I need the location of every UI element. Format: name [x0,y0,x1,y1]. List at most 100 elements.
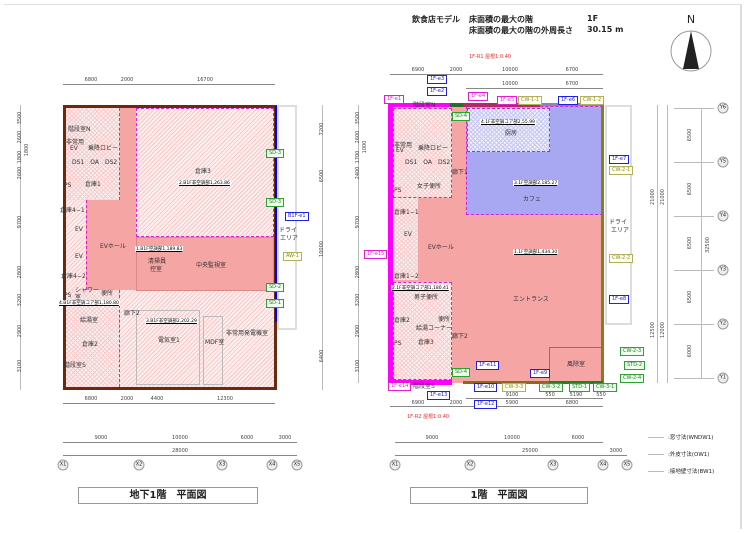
f1-dimension: 6900 [411,400,425,406]
f1-element-tag[interactable]: 1F-e5 [497,96,518,105]
f1-grid-axis-y5: Y5 [717,156,729,168]
f1-element-tag[interactable]: CW-1-1 [518,96,543,105]
b1-element-tag[interactable]: SD-3 [266,149,285,158]
f1-dimension: 6700 [565,67,579,73]
f1-dimension: 9700 [355,215,361,229]
f1-element-tag[interactable]: CW-2-4 [620,374,645,383]
f1-dimension: 6500 [687,128,693,142]
f1-dimension: 550 [596,392,606,398]
f1-element-tag[interactable]: 1F-e3 [427,75,448,84]
f1-room-label: 階段室N [413,102,436,109]
b1-dimension: 6800 [84,77,98,83]
b1-room-label: EVホール [100,243,126,250]
b1-grid-axis-1: X1 [57,459,69,471]
f1-element-tag[interactable]: CW-3-1 [593,383,618,392]
f1-element-tag[interactable]: 1F-e9 [530,369,551,378]
b1-element-tag[interactable]: SD-2 [266,283,285,292]
f1-element-tag[interactable]: SD-4 [452,112,471,121]
b1-room-label: エリア [280,235,299,242]
b1-dimension: 12300 [217,396,233,402]
b1-dimension: 3000 [278,435,292,441]
b1-zone-area-label: 2.B1F非空調部1,263.86 [178,180,231,186]
f1-extra-dimension: 3000 [609,448,623,454]
f1-zone-area-label: 2.1F非空調コア部1,180.41 [391,285,450,291]
f1-room-label: 倉庫1−1 [394,209,419,216]
f1-element-tag[interactable]: 1F-e1 [384,95,405,104]
f1-element-tag[interactable]: CW-2-1 [609,166,634,175]
b1-room-label: 電気室1 [158,337,180,344]
b1-room-label: PS [64,182,72,189]
f1-room-label: 厨房 [505,130,518,137]
b1-room-label: 倉庫4−1 [60,207,85,214]
f1-element-tag[interactable]: 1F-e2 [427,87,448,96]
f1-element-tag[interactable]: 1F-e15 [364,250,388,259]
b1-room-label: 給湯室 [80,317,99,324]
perimeter-label: 床面積の最大の階の外周長さ [469,26,573,35]
f1-room-label: カフェ [523,196,542,203]
f1-element-tag[interactable]: STD-1 [569,383,591,392]
b1-element-tag[interactable]: SD-1 [266,299,285,308]
f1-grid-tick [674,162,714,163]
b1-room-label: 倉庫3 [195,168,211,175]
f1-room-label: 風除室 [567,361,586,368]
f1-element-tag[interactable]: CW-3-2 [539,383,564,392]
f1-room-label: 廊下2 [452,333,468,340]
f1-zone-area-label: 1.1F空調部1,434.30 [513,249,559,255]
f1-room-label: 女子便所 [417,183,442,190]
b1-dimension: 9000 [94,435,108,441]
f1-grid-axis-1: X1 [389,459,401,471]
b1-plan-title: 地下1階 平面図 [78,487,258,504]
b1-room-label: EV [75,253,83,260]
f1-element-tag[interactable]: STD-2 [624,361,646,370]
f1-element-tag[interactable]: 1F-R2 屋根1:0.40 [407,414,450,420]
f1-element-tag[interactable]: CW-2-3 [620,347,645,356]
b1-room-label: PS [64,292,72,299]
f1-element-tag[interactable]: 1F-e13 [427,391,451,400]
legend-line-window [648,437,664,438]
f1-room-label: エントランス [513,296,549,303]
b1-dimension: 10000 [319,241,325,257]
f1-dimension: 3500 [355,111,361,125]
f1-element-tag[interactable]: 1F-e11 [476,361,500,370]
f1-element-tag[interactable]: CW-2-2 [609,254,634,263]
f1-element-tag[interactable]: 1F-e10 [474,383,498,392]
f1-dimension: 6500 [687,236,693,250]
f1-zone-area-label: 4.1F非空調コア部2,55.99 [480,119,536,125]
f1-room-label: PS [394,187,402,194]
f1-element-tag[interactable]: CW-1-2 [580,96,605,105]
f1-element-tag[interactable]: 1F-e8 [609,295,630,304]
b1-dimension: 6500 [319,169,325,183]
b1-grid-axis-3: X3 [216,459,228,471]
f1-room-label: 廊下1 [452,169,468,176]
f1-dimension: 10000 [502,67,518,73]
f1-grid-axis-y6: Y6 [717,102,729,114]
f1-grid-tick [674,378,714,379]
f1-dimension: 6800 [565,400,579,406]
max-floor-value: 1F [587,14,599,23]
f1-grid-tick [674,108,714,109]
b1-room-label: 清掃員 [148,258,167,265]
f1-grid-axis-y2: Y2 [717,318,729,330]
b1-element-tag[interactable]: SD-3 [266,198,285,207]
f1-element-tag[interactable]: SD-4 [452,368,471,377]
f1-element-tag[interactable]: 1F-e14 [388,382,412,391]
max-floor-label: 床面積の最大の階 [469,15,533,24]
f1-dimension: 12000 [660,322,666,338]
b1-grid-axis-2: X2 [133,459,145,471]
b1-room-label: 便所 [101,290,114,297]
b1-room-label: 倉庫2 [82,341,98,348]
b1-room-label: MDF室 [205,339,225,346]
f1-element-tag[interactable]: 1F-e4 [468,92,489,101]
f1-element-tag[interactable]: CW-3-3 [502,383,527,392]
b1-element-tag[interactable]: AW-1 [283,252,302,261]
b1-room-label: 室 [75,294,82,301]
f1-element-tag[interactable]: 1F-e7 [609,155,630,164]
b1-room-label: EV [75,226,83,233]
b1-dimension: 7200 [319,122,325,136]
f1-element-tag[interactable]: 1F-e12 [474,400,498,409]
b1-element-tag[interactable]: B1F-e1 [285,212,309,221]
f1-element-tag[interactable]: 1F-R1 屋根1:0.40 [469,54,512,60]
f1-element-tag[interactable]: 1F-e6 [558,96,579,105]
f1-dimension: 6000 [571,435,585,441]
f1-dimension: 9000 [425,435,439,441]
